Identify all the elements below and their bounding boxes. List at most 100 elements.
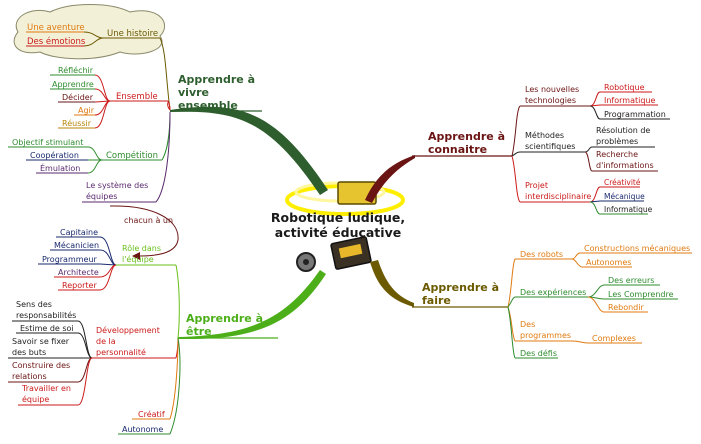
connector — [584, 146, 593, 153]
histoire-cloud — [13, 4, 166, 60]
node-etre-title-2: être — [186, 325, 212, 338]
competition-item[interactable]: Coopération — [30, 150, 79, 160]
projet-label-2[interactable]: interdisciplinaire — [525, 192, 591, 201]
technologies-label-1[interactable]: Les nouvelles — [525, 85, 579, 94]
center-node[interactable]: Robotique ludique, activité éducative — [271, 181, 405, 272]
connector — [571, 340, 589, 344]
programmes-item[interactable]: Complexes — [592, 334, 636, 343]
experiences-item[interactable]: Des erreurs — [608, 276, 654, 285]
robots-item[interactable]: Constructions mécaniques — [584, 243, 690, 253]
developpement-item-2[interactable]: Estime de soi — [20, 324, 74, 333]
role-item[interactable]: Capitaine — [60, 228, 98, 237]
developpement-item-5a[interactable]: Travailler en — [21, 384, 71, 393]
connector — [94, 74, 111, 102]
branch-etre — [178, 270, 326, 340]
connector — [511, 151, 521, 157]
developpement-item-5b[interactable]: équipe — [22, 394, 49, 404]
node-connaitre-title-1: Apprendre à — [428, 130, 505, 143]
connector — [589, 200, 601, 203]
robots-item[interactable]: Autonomes — [586, 258, 631, 267]
connector — [589, 186, 601, 203]
developpement-item-3a[interactable]: Savoir se fixer — [12, 337, 70, 346]
competition-label[interactable]: Compétition — [106, 150, 158, 161]
role-item[interactable]: Mécanicien — [54, 240, 99, 250]
node-etre[interactable]: Apprendre à être — [186, 312, 263, 338]
competition-item[interactable]: Émulation — [40, 162, 80, 173]
connector — [167, 100, 171, 111]
experiences-item[interactable]: Rebondir — [608, 303, 644, 312]
defis-label[interactable]: Des défis — [520, 348, 557, 358]
connector — [159, 37, 171, 111]
experiences-item[interactable]: Les Comprendre — [608, 290, 674, 299]
developpement-item-3b[interactable]: des buts — [12, 348, 46, 357]
connector — [587, 284, 605, 298]
arrow-head-icon — [132, 252, 140, 260]
technologies-item[interactable]: Programmation — [604, 110, 666, 119]
programmes-label-1[interactable]: Des — [520, 320, 535, 329]
robots-label[interactable]: Des robots — [520, 250, 563, 259]
histoire-item[interactable]: Des émotions — [27, 36, 86, 47]
role-label-1[interactable]: Rôle dans — [122, 243, 161, 253]
role-label-2[interactable]: l'équipe — [122, 254, 154, 264]
ensemble-item[interactable]: Apprendre — [52, 80, 94, 89]
ensemble-item[interactable]: Décider — [62, 92, 94, 102]
role-item[interactable]: Programmeur — [42, 255, 98, 264]
node-faire[interactable]: Apprendre à faire — [422, 281, 499, 307]
connector — [584, 151, 593, 172]
projet-item[interactable]: Informatique — [604, 205, 653, 214]
systeme-label-1[interactable]: Le système des — [86, 180, 148, 190]
connector — [589, 201, 601, 215]
role-item[interactable]: Architecte — [58, 268, 99, 277]
developpement-item-4a[interactable]: Construire des — [12, 361, 70, 370]
connector — [77, 320, 93, 359]
connector — [587, 296, 605, 313]
developpement-label-2[interactable]: de la — [96, 337, 116, 346]
histoire-item[interactable]: Une aventure — [27, 23, 85, 33]
node-faire-title-2: faire — [422, 294, 451, 307]
methodes-item-1b[interactable]: problèmes — [596, 136, 638, 146]
developpement-item-1b[interactable]: responsabilités — [16, 310, 76, 320]
connector — [175, 264, 180, 339]
developpement-item-1a[interactable]: Sens des — [16, 300, 52, 309]
autonome-label[interactable]: Autonome — [122, 425, 163, 434]
connector — [571, 252, 581, 260]
center-title-line2: activité éducative — [275, 225, 401, 240]
methodes-item-2a[interactable]: Recherche — [596, 150, 638, 159]
projet-item[interactable]: Mécanique — [604, 192, 645, 201]
ensemble-item[interactable]: Réussir — [62, 118, 92, 128]
technologies-item[interactable]: Informatique — [604, 96, 655, 105]
ensemble-label[interactable]: Ensemble — [116, 92, 158, 102]
connector — [169, 337, 181, 435]
histoire-label[interactable]: Une histoire — [107, 29, 158, 39]
ensemble-item[interactable]: Réfléchir — [58, 65, 94, 75]
node-vivre[interactable]: Apprendre à vivre ensemble — [178, 73, 255, 112]
relationship-label: chacun à un — [124, 216, 173, 225]
projet-item[interactable]: Créativité — [604, 178, 641, 187]
connector — [511, 155, 521, 203]
ensemble-item[interactable]: Agir — [78, 106, 95, 115]
node-connaitre[interactable]: Apprendre à connaitre — [428, 130, 505, 156]
branch-faire — [370, 260, 414, 307]
connector — [507, 258, 516, 308]
relationship-arrow — [109, 205, 179, 257]
creatif-label[interactable]: Créatif — [138, 409, 165, 419]
methodes-label-1[interactable]: Méthodes — [525, 130, 564, 140]
methodes-item-2b[interactable]: d'informations — [596, 161, 654, 170]
branch-connaitre — [365, 155, 415, 203]
projet-label-1[interactable]: Projet — [525, 181, 548, 190]
developpement-label-1[interactable]: Développement — [96, 325, 160, 335]
competition-item[interactable]: Objectif stimulant — [12, 138, 83, 147]
technologies-item[interactable]: Robotique — [604, 83, 645, 92]
developpement-label-3[interactable]: personnalité — [96, 347, 146, 357]
role-item[interactable]: Reporter — [62, 281, 97, 290]
systeme-label-2[interactable]: équipes — [86, 191, 117, 201]
experiences-label[interactable]: Des expériences — [520, 287, 586, 297]
technologies-label-2[interactable]: technologies — [525, 96, 576, 105]
connector — [589, 104, 601, 107]
developpement-item-4b[interactable]: relations — [12, 372, 47, 381]
methodes-item-1a[interactable]: Résolution de — [596, 125, 650, 135]
connector — [99, 236, 117, 266]
programmes-label-2[interactable]: programmes — [520, 331, 571, 340]
connector — [571, 258, 583, 268]
methodes-label-2[interactable]: scientifiques — [525, 142, 575, 151]
